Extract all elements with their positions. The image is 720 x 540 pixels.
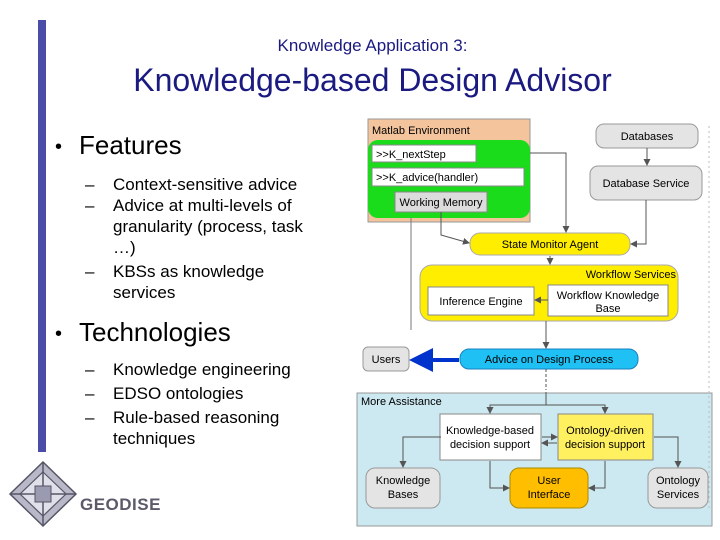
ont-decision-text-2: decision support (565, 439, 645, 451)
ont-decision-text-1: Ontology-driven (566, 425, 644, 437)
state-monitor-agent-text: State Monitor Agent (502, 239, 599, 251)
advice-design-text: Advice on Design Process (485, 354, 614, 366)
sub-bullet: –Advice at multi-levels of (85, 195, 355, 216)
sub-bullet-cont: techniques (85, 428, 355, 449)
user-interface-text-2: Interface (528, 489, 571, 501)
workflow-kb-box (547, 284, 669, 317)
sub-bullet-cont: services (85, 282, 355, 303)
k-advice-command (371, 167, 525, 187)
inference-engine-text: Inference Engine (439, 296, 522, 308)
sub-bullet-text: EDSO ontologies (113, 384, 244, 403)
sub-bullet-cont: …) (85, 237, 355, 258)
user-interface-text-1: User (537, 475, 561, 487)
workflow-kb-text-1: Workflow Knowledge (557, 290, 660, 302)
k-nextstep-text: >>K_nextStep (376, 149, 446, 161)
sub-bullet-text: granularity (process, task (113, 217, 303, 236)
ontology-services-text-1: Ontology (656, 475, 701, 487)
users-text: Users (372, 354, 401, 366)
databases-text: Databases (621, 131, 674, 143)
logo-text: GEODISE (80, 495, 161, 514)
knowledge-bases-text-2: Bases (388, 489, 419, 501)
sub-bullet: –KBSs as knowledge (85, 261, 355, 282)
ontology-services-text-2: Services (657, 489, 700, 501)
workflow-services-label: Workflow Services (586, 269, 677, 281)
accent-bar (38, 20, 46, 452)
sub-bullet-text: Advice at multi-levels of (113, 196, 292, 215)
sub-bullet: –Knowledge engineering (85, 359, 355, 380)
working-memory-text: Working Memory (400, 197, 483, 209)
bullet-dot-icon: • (55, 323, 63, 345)
bullet-heading: Technologies (79, 317, 231, 347)
ont-decision-box (557, 413, 654, 461)
database-service-text: Database Service (603, 178, 690, 190)
sub-bullet: –EDSO ontologies (85, 383, 355, 404)
slide-title: Knowledge-based Design Advisor (133, 62, 612, 98)
bullet-heading: Features (79, 130, 182, 160)
knowledge-bases-text-1: Knowledge (376, 475, 430, 487)
sub-bullet-text: techniques (113, 429, 196, 448)
slide-subtitle: Knowledge Application 3: (277, 36, 468, 55)
sub-bullet-text: services (113, 283, 176, 302)
sub-bullet-text: Context-sensitive advice (113, 175, 298, 194)
more-assistance-label: More Assistance (361, 396, 442, 408)
sub-bullet-cont: granularity (process, task (85, 216, 355, 237)
sub-bullet: –Rule-based reasoning (85, 407, 355, 428)
kb-decision-box (439, 413, 542, 461)
inference-engine-box (427, 286, 535, 316)
bullet-technologies: • Technologies (55, 317, 355, 351)
k-advice-text: >>K_advice(handler) (376, 172, 478, 184)
knowledge-bases-box (365, 467, 441, 509)
sub-bullet-text: Rule-based reasoning (113, 408, 280, 427)
sub-bullet: –Context-sensitive advice (85, 174, 355, 195)
kb-decision-text-2: decision support (450, 439, 530, 451)
sub-bullet-text: …) (113, 238, 136, 257)
user-interface-box (509, 467, 589, 509)
k-nextstep-command (371, 144, 477, 163)
bullet-features: • Features (55, 130, 355, 164)
matlab-environment-label: Matlab Environment (372, 125, 470, 137)
bullet-dot-icon: • (55, 136, 63, 158)
workflow-kb-text-2: Base (595, 303, 620, 315)
advice-design-box (459, 348, 639, 370)
bullet-list: • Features –Context-sensitive advice –Ad… (55, 130, 355, 449)
ontology-services-box (647, 467, 709, 509)
sub-bullet-text: Knowledge engineering (113, 360, 291, 379)
sub-bullet-text: KBSs as knowledge (113, 262, 265, 281)
geodise-logo-icon (8, 460, 78, 528)
kb-decision-text-1: Knowledge-based (446, 425, 534, 437)
